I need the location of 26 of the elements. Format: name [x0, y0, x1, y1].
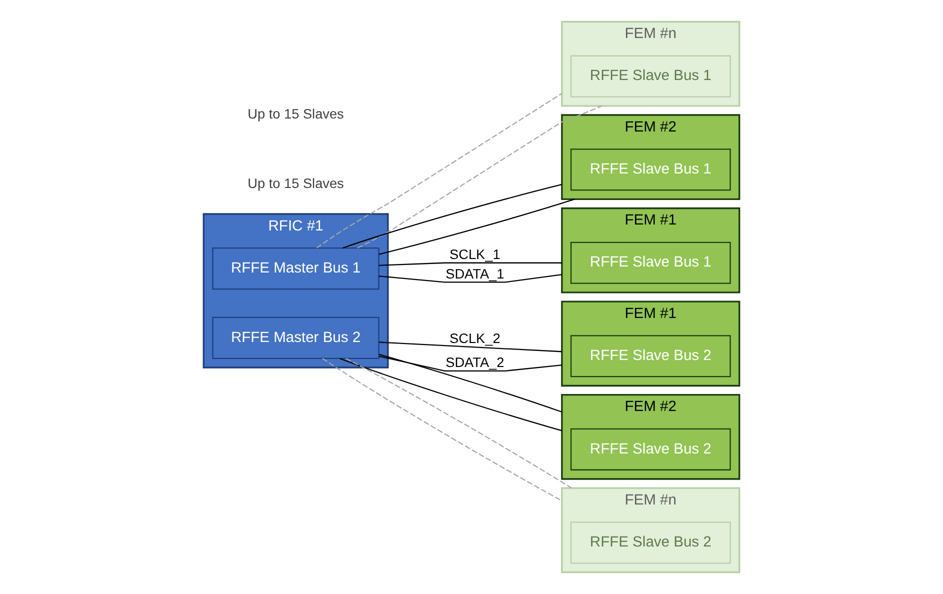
node-box: RFFE Master Bus 2: [212, 316, 380, 359]
connector: [342, 184, 562, 249]
label: Up to 15 Slaves: [248, 106, 344, 122]
node-box: RFFE Slave Bus 2: [570, 335, 731, 378]
connector: [378, 356, 562, 372]
connector: [379, 198, 575, 255]
connector: [316, 92, 562, 248]
node-box: RFFE Slave Bus 1: [570, 55, 731, 98]
node-box: RFFE Slave Bus 2: [570, 522, 731, 564]
connector: [379, 342, 562, 352]
edge-label: SCLK_1: [450, 247, 500, 262]
node-box: RFFE Master Bus 1: [212, 248, 380, 290]
label: Up to 15 Slaves: [248, 176, 344, 191]
edge-label: SCLK_2: [450, 331, 500, 346]
connector: [346, 358, 572, 489]
node-box: RFFE Slave Bus 2: [570, 428, 731, 470]
connector: [357, 105, 602, 249]
connector: [379, 274, 562, 283]
edge-label: SDATA_2: [446, 355, 504, 370]
connector: [340, 358, 562, 432]
connector: [378, 354, 562, 413]
connector: [379, 262, 562, 266]
node-box: RFFE Slave Bus 1: [570, 148, 731, 191]
edge-label: SDATA_1: [446, 266, 504, 282]
connector: [322, 358, 562, 502]
node-box: RFFE Slave Bus 1: [570, 242, 731, 284]
